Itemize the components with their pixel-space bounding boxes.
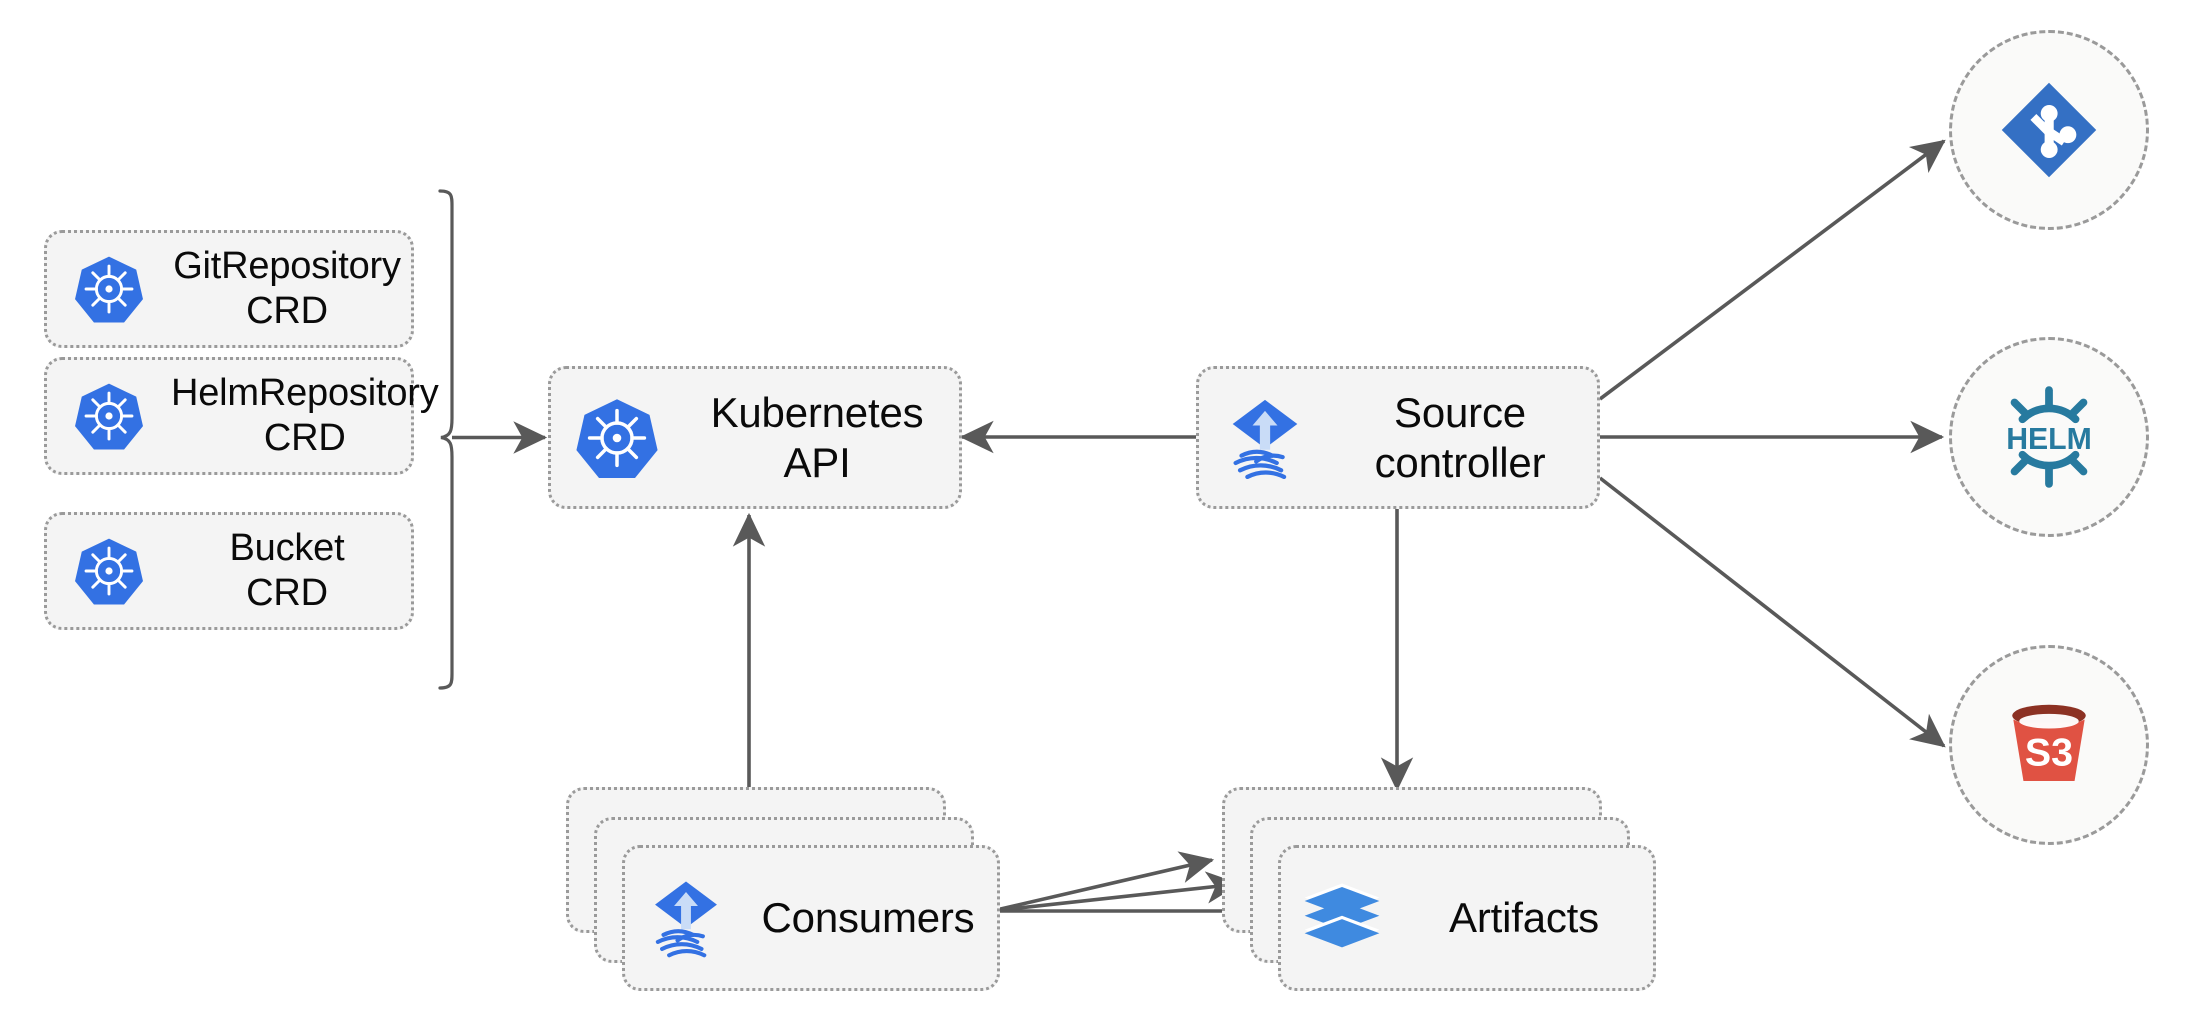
node-source-controller[interactable]: Source controller [1196, 366, 1600, 509]
node-consumers[interactable]: Consumers [622, 845, 1000, 991]
edge-source-controller-to-git [1598, 139, 1946, 401]
flux-icon [625, 873, 747, 963]
node-label: GitRepository CRD [173, 245, 401, 332]
edge-consumers-to-artifacts-2 [991, 871, 1241, 913]
layers-icon [1281, 872, 1403, 964]
node-gitrepository-crd[interactable]: GitRepository CRD [44, 230, 414, 348]
node-kubernetes-api[interactable]: Kubernetes API [548, 366, 962, 509]
kubernetes-icon [47, 253, 171, 325]
kubernetes-icon [47, 380, 171, 452]
node-label: Kubernetes API [710, 388, 924, 486]
kubernetes-icon [47, 535, 171, 607]
flux-icon [1199, 391, 1331, 485]
node-label: Bucket CRD [229, 527, 345, 614]
node-artifacts[interactable]: Artifacts [1278, 845, 1656, 991]
s3-bucket-icon: S3 [1993, 689, 2105, 801]
edge-source-controller-to-s3 [1598, 476, 1946, 748]
node-label: HelmRepository CRD [171, 372, 439, 459]
node-helmrepository-crd[interactable]: HelmRepository CRD [44, 357, 439, 475]
endpoint-s3[interactable]: S3 [1949, 645, 2149, 845]
helm-icon: HELM [1990, 378, 2108, 496]
endpoint-helm[interactable]: HELM [1949, 337, 2149, 537]
kubernetes-icon [551, 395, 683, 481]
s3-label: S3 [2025, 731, 2073, 775]
node-label: Source controller [1374, 388, 1546, 486]
node-label: Artifacts [1449, 894, 1599, 942]
edge-consumers-to-artifacts-1 [991, 851, 1215, 913]
helm-label: HELM [2006, 423, 2092, 456]
node-bucket-crd[interactable]: Bucket CRD [44, 512, 414, 630]
node-label: Consumers [761, 894, 975, 942]
endpoint-git[interactable] [1949, 30, 2149, 230]
git-icon [1995, 76, 2103, 184]
